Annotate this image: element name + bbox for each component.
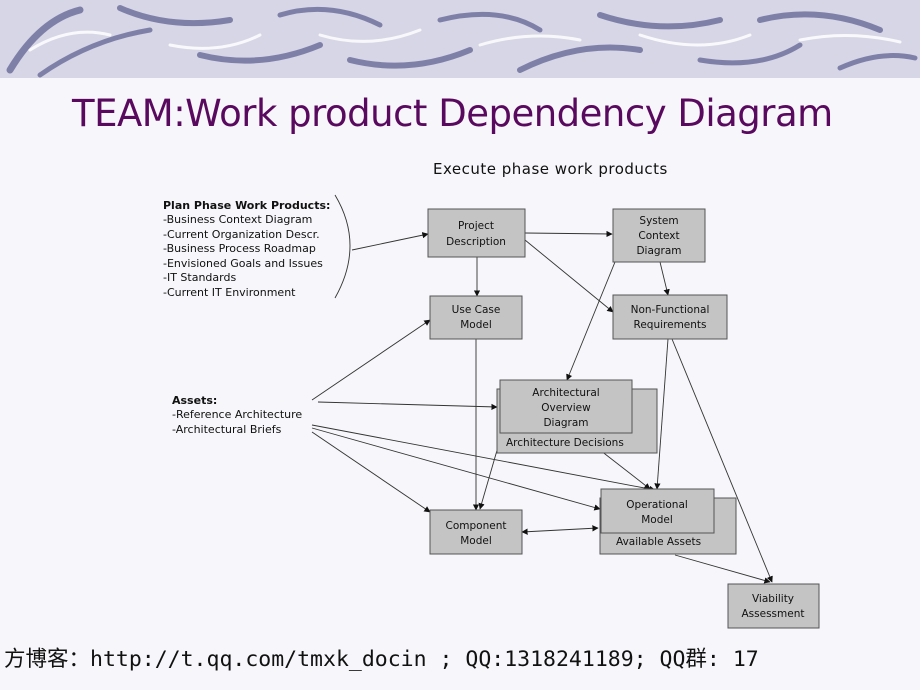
edge-assets-to-operational	[311, 427, 601, 511]
node-use-case-model: Use Case Model	[429, 295, 523, 340]
node-viability-assessment: Viability Assessment	[727, 583, 820, 629]
node-label: Project	[458, 220, 494, 232]
edge-operational-to-viability	[674, 554, 771, 584]
diagram-subtitle: Execute phase work products	[433, 160, 668, 178]
node-label: Non-Functional	[631, 304, 710, 316]
node-label: Model	[460, 535, 492, 547]
node-label: Architecture Decisions	[506, 437, 624, 449]
edge-project-to-system-context	[524, 230, 613, 238]
edge-project-to-nfr	[524, 239, 614, 313]
edge-assets-to-component	[311, 431, 431, 513]
edge-system-context-to-nfr	[659, 261, 670, 296]
slide-title: TEAM:Work product Dependency Diagram	[72, 92, 833, 135]
footer-watermark: 方博客：http://t.qq.com/tmxk_docin ; QQ:1318…	[4, 647, 759, 672]
node-label: Diagram	[543, 417, 588, 429]
edge-assets-to-arch-overview	[317, 401, 498, 410]
plan-phase-item: -Envisioned Goals and Issues	[163, 257, 323, 270]
node-label: System	[639, 215, 678, 227]
node-label: Model	[641, 514, 673, 526]
edge-component-operational	[521, 525, 599, 535]
plan-phase-item: -Business Process Roadmap	[163, 242, 316, 255]
plan-phase-heading: Plan Phase Work Products:	[163, 199, 330, 212]
decorative-swirl-band	[0, 0, 920, 78]
node-label: Context	[638, 230, 679, 242]
assets-item: -Reference Architecture	[172, 408, 302, 421]
node-label: Component	[446, 520, 507, 532]
dependency-edges	[311, 230, 773, 584]
plan-phase-item: -IT Standards	[163, 271, 236, 284]
node-label: Assessment	[742, 608, 805, 620]
node-label: Model	[460, 319, 492, 331]
edge-system-context-to-arch-overview	[566, 261, 616, 381]
node-system-context-diagram: System Context Diagram	[612, 208, 706, 263]
node-label: Viability	[752, 593, 794, 605]
assets-block: Assets: -Reference Architecture -Archite…	[172, 394, 302, 436]
edge-assets-to-available-assets	[311, 424, 656, 493]
node-non-functional-requirements: Non-Functional Requirements	[612, 294, 728, 340]
edge-nfr-to-viability	[671, 338, 773, 583]
node-label: Operational	[626, 499, 688, 511]
node-project-description: Project Description	[427, 208, 526, 258]
edge-plan-to-project	[351, 232, 429, 251]
plan-phase-brace	[334, 194, 351, 299]
node-label: Requirements	[634, 319, 707, 331]
node-label: Available Assets	[616, 536, 701, 548]
plan-phase-item: -Current Organization Descr.	[163, 228, 320, 241]
plan-phase-item: -Business Context Diagram	[163, 213, 312, 226]
node-label: Diagram	[636, 245, 681, 257]
assets-item: -Architectural Briefs	[172, 423, 282, 436]
node-architectural-overview-diagram: Architectural Overview Diagram	[499, 379, 633, 434]
node-operational-model: Operational Model	[600, 488, 715, 534]
edge-assets-to-use-case	[311, 319, 431, 401]
node-label: Use Case	[452, 304, 501, 316]
node-component-model: Component Model	[429, 509, 523, 555]
node-label: Description	[446, 236, 506, 248]
assets-heading: Assets:	[172, 394, 217, 407]
plan-phase-item: -Current IT Environment	[163, 286, 296, 299]
node-label: Overview	[541, 402, 591, 414]
node-label: Architectural	[532, 387, 599, 399]
edge-nfr-to-operational	[654, 338, 669, 490]
plan-phase-block: Plan Phase Work Products: -Business Cont…	[163, 194, 351, 299]
